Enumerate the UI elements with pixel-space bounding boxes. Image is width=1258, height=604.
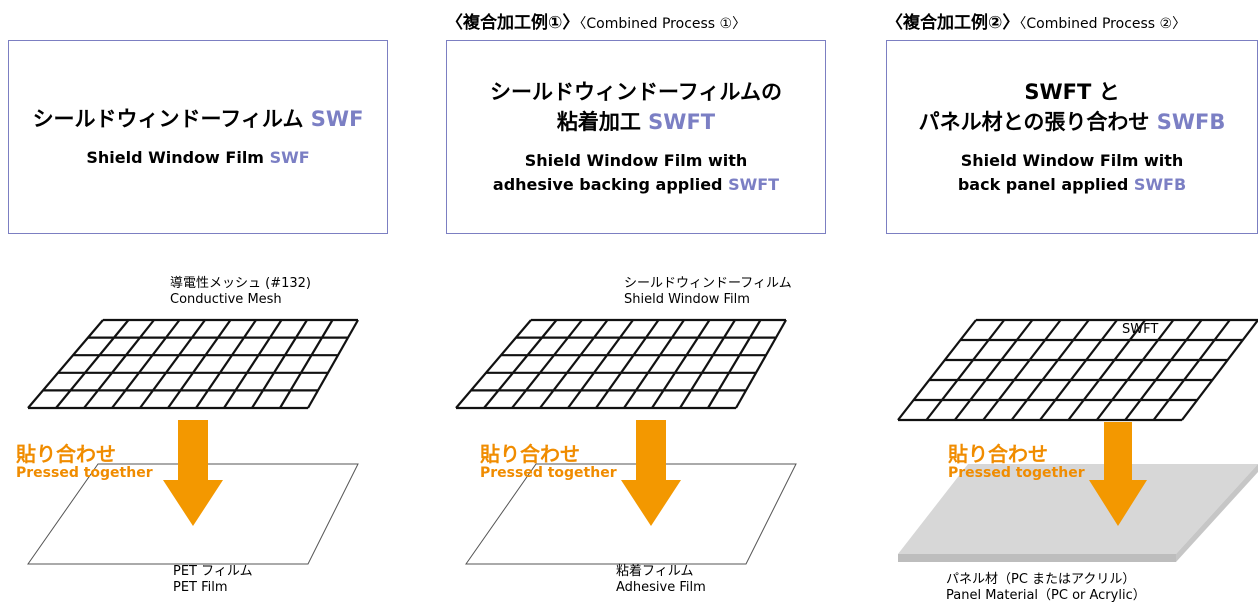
mesh-line	[1067, 319, 1147, 421]
column-swf: シールドウィンドーフィルム SWF Shield Window Film SWF…	[8, 0, 398, 602]
title-en: Shield Window Film with adhesive backing…	[492, 151, 780, 194]
mesh-line	[1010, 319, 1090, 421]
mesh-line	[539, 319, 609, 409]
title-en: Shield Window Film with back panel appli…	[957, 151, 1187, 194]
mesh-line	[623, 319, 685, 409]
column-swft: 〈複合加工例①〉〈Combined Process ①〉 シールドウィンドーフィ…	[446, 0, 836, 602]
down-arrow	[621, 420, 681, 526]
mesh-grid	[455, 318, 787, 410]
mesh-line	[735, 319, 787, 409]
mesh-line	[1095, 319, 1175, 421]
mesh-grid	[27, 318, 359, 410]
adhesive-film-sheet	[465, 463, 797, 565]
title-ja: シールドウィンドーフィルム SWF	[32, 107, 364, 131]
mesh-line	[307, 319, 359, 409]
top-label: SWFT	[1122, 322, 1159, 337]
title-en-accent: SWFT	[728, 175, 780, 194]
mesh-line	[953, 319, 1034, 421]
top-label: 導電性メッシュ (#132) Conductive Mesh	[170, 276, 311, 307]
pressed-together-label: 貼り合わせ Pressed together	[480, 442, 617, 481]
mesh-line	[195, 319, 257, 409]
top-label: シールドウィンドーフィルム Shield Window Film	[624, 276, 792, 307]
title-ja: SWFT と パネル材との張り合わせ SWFB	[918, 80, 1226, 134]
title-ja-accent: SWFB	[1156, 110, 1226, 134]
column-swfb: 〈複合加工例②〉〈Combined Process ②〉 SWFT と パネル材…	[886, 0, 1258, 603]
mesh-line	[83, 319, 155, 409]
panel-material-top	[898, 464, 1258, 554]
mesh-line	[55, 319, 130, 409]
title-box-swf: シールドウィンドーフィルム SWF Shield Window Film SWF	[8, 40, 388, 234]
process-header: 〈複合加工例①〉〈Combined Process ①〉	[446, 13, 747, 33]
title-box-swfb: SWFT と パネル材との張り合わせ SWFB Shield Window Fi…	[886, 40, 1258, 234]
mesh-line	[251, 319, 308, 409]
mesh-line	[897, 319, 977, 421]
mesh-line	[925, 319, 1006, 421]
mesh-line	[167, 319, 232, 409]
mesh-line	[279, 319, 334, 409]
title-ja: シールドウィンドーフィルムの 粘着加工 SWFT	[490, 80, 782, 134]
pressed-together-label: 貼り合わせ Pressed together	[948, 442, 1085, 481]
down-arrow	[1089, 422, 1147, 526]
title-en-accent: SWF	[269, 148, 310, 167]
mesh-line	[1152, 319, 1231, 421]
title-en-accent: SWFB	[1133, 175, 1187, 194]
mesh-line	[1039, 319, 1118, 421]
mesh-line	[982, 319, 1062, 421]
title-ja-accent: SWF	[310, 107, 364, 131]
title-ja-accent: SWFT	[648, 110, 716, 134]
title-box-swft: シールドウィンドーフィルムの 粘着加工 SWFT Shield Window F…	[446, 40, 826, 234]
mesh-line	[679, 319, 736, 409]
mesh-line	[1124, 319, 1203, 421]
mesh-line	[223, 319, 283, 409]
lamination-diagram	[897, 318, 1258, 562]
mesh-line	[483, 319, 558, 409]
panel-material-edge	[898, 554, 1176, 562]
mesh-line	[139, 319, 206, 409]
mesh-line	[27, 319, 104, 409]
bottom-label: パネル材（PC またはアクリル） Panel Material（PC or Ac…	[946, 572, 1146, 603]
pet-film-sheet	[27, 463, 359, 565]
pressed-together-label: 貼り合わせ Pressed together	[16, 442, 153, 481]
lamination-diagram	[27, 318, 359, 565]
mesh-line	[1181, 319, 1258, 421]
title-en: Shield Window Film SWF	[86, 148, 310, 167]
panel-material-side	[1176, 464, 1258, 562]
mesh-line	[707, 319, 762, 409]
mesh-line	[567, 319, 634, 409]
mesh-line	[111, 319, 181, 409]
process-header: 〈複合加工例②〉〈Combined Process ②〉	[886, 13, 1187, 33]
mesh-line	[595, 319, 660, 409]
bottom-label: PET フィルム PET Film	[173, 564, 253, 595]
mesh-grid	[897, 318, 1258, 422]
bottom-label: 粘着フィルム Adhesive Film	[616, 564, 706, 595]
lamination-diagram	[455, 318, 797, 565]
mesh-line	[511, 319, 583, 409]
down-arrow	[163, 420, 223, 526]
mesh-line	[455, 319, 532, 409]
mesh-line	[651, 319, 711, 409]
